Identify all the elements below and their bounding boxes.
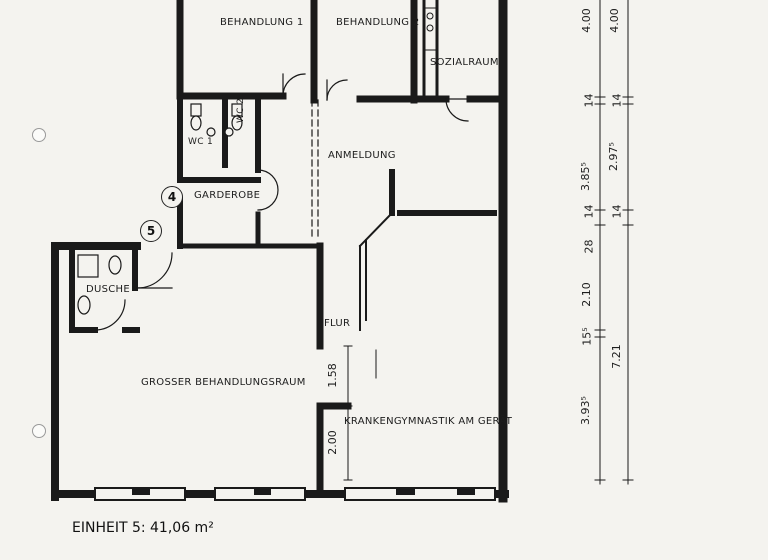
dim-left-8: 3.93⁵ [578, 396, 592, 425]
unit-marker-4: 4 [161, 186, 183, 208]
dim-left-7: 15⁵ [580, 327, 594, 346]
room-flur: FLUR [324, 318, 351, 329]
room-anmeldung: ANMELDUNG [328, 150, 396, 161]
door-swings [94, 73, 469, 331]
dim-flur-lower: 2.00 [325, 430, 339, 455]
room-sozialraum: SOZIALRAUM [430, 57, 499, 68]
dusche-walls [69, 243, 140, 333]
dim-left-1: 4.00 [579, 8, 593, 33]
room-wc-1: WC 1 [188, 137, 213, 147]
windows-bottom [94, 487, 496, 501]
dimension-chain-left [594, 0, 606, 485]
room-garderobe: GARDEROBE [194, 190, 261, 201]
dim-right-5: 7.21 [609, 344, 623, 369]
dimension-chain-right [622, 0, 634, 485]
room-wc-2: WC 2 [236, 98, 246, 123]
room-dusche: DUSCHE [86, 284, 130, 295]
room-krankengymnastik: KRANKENGYMNASTIK AM GERÄT [344, 416, 513, 427]
dim-left-4: 14 [582, 204, 596, 219]
dim-right-1: 4.00 [607, 8, 621, 33]
dim-right-3: 2.97⁵ [606, 142, 620, 171]
dim-flur-upper: 1.58 [325, 363, 339, 388]
top-rooms-walls [176, 0, 504, 104]
flur-walls [316, 242, 352, 498]
exterior-wall-left [51, 242, 141, 501]
krankengymnastik-partition [389, 169, 497, 216]
dim-left-3: 3.85⁵ [578, 162, 592, 191]
dim-right-2: 14 [610, 93, 624, 108]
unit-marker-5: 5 [140, 220, 162, 242]
dim-right-4: 14 [610, 204, 624, 219]
dim-left-2: 14 [582, 93, 596, 108]
unit-area-caption: EINHEIT 5: 41,06 m² [72, 520, 214, 536]
room-behandlung-2: BEHANDLUNG 2 [336, 17, 420, 28]
room-behandlung-1: BEHANDLUNG 1 [220, 17, 304, 28]
dim-left-5: 28 [582, 239, 596, 254]
dim-left-6: 2.10 [579, 282, 593, 307]
room-grosser-behandlungsraum: GROSSER BEHANDLUNGSRAUM [141, 377, 306, 388]
punch-hole-top [32, 128, 46, 142]
punch-hole-bottom [32, 424, 46, 438]
